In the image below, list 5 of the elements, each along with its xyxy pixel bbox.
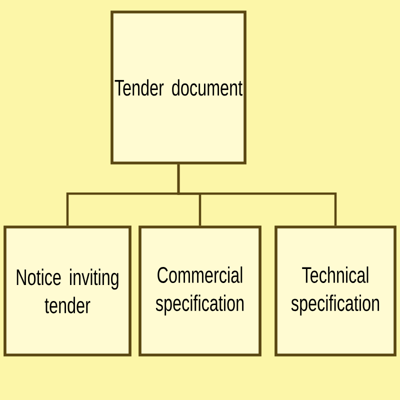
connector (177, 164, 337, 226)
box: Notice inviting tender (4, 226, 132, 356)
box: Tender document (110, 10, 246, 164)
box: Commercial specification (138, 226, 262, 356)
box: Technical specification (274, 226, 396, 356)
